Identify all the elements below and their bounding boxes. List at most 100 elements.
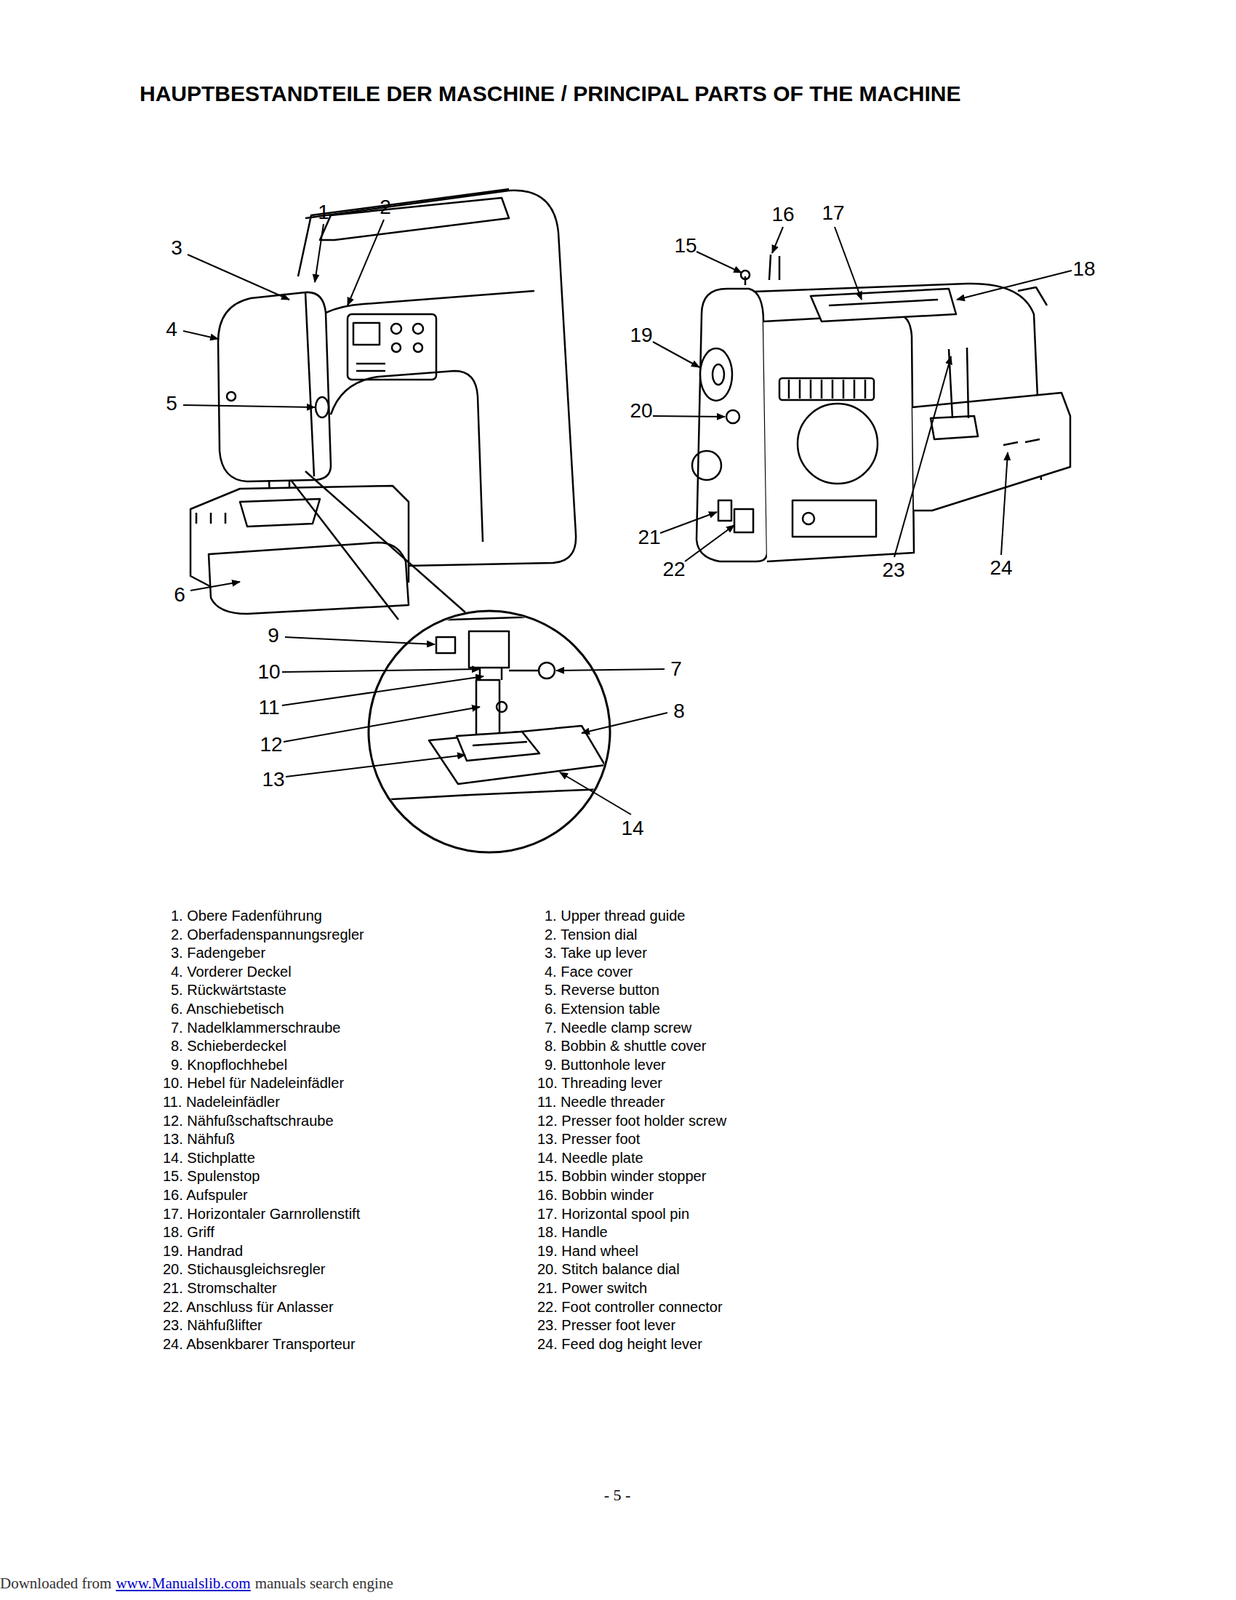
face-cover <box>218 292 331 482</box>
grille-screw <box>802 512 815 525</box>
callout-number: 1 <box>317 200 330 224</box>
screw-shaft <box>508 669 539 672</box>
bed-line <box>378 788 611 800</box>
part-name-en: 16. Bobbin winder <box>537 1186 654 1204</box>
handle <box>810 288 957 322</box>
part-name-en: 12. Presser foot holder screw <box>537 1111 727 1129</box>
part-name-de: 16. Aufspuler <box>162 1186 248 1204</box>
needle-clamp <box>468 631 509 668</box>
part-name-en: 8. Bobbin & shuttle cover <box>544 1037 706 1055</box>
part-name-en: 20. Stitch balance dial <box>537 1260 680 1278</box>
callout-number: 16 <box>771 202 794 227</box>
connector-socket <box>734 508 754 533</box>
part-name-en: 21. Power switch <box>537 1279 648 1297</box>
part-name-de: 3. Fadengeber <box>170 944 266 962</box>
part-name-en: 24. Feed dog height lever <box>537 1334 703 1352</box>
stitch-balance-dial <box>726 410 740 424</box>
part-name-de: 15. Spulenstop <box>162 1167 260 1185</box>
needle-plate <box>428 725 605 784</box>
callout-number: 11 <box>258 695 280 720</box>
part-name-en: 23. Presser foot lever <box>537 1316 676 1334</box>
part-name-en: 17. Horizontal spool pin <box>537 1204 690 1222</box>
magnifier-circle <box>368 610 611 853</box>
power-switch <box>718 500 732 521</box>
leader-line <box>834 226 862 300</box>
leader-line <box>314 223 324 283</box>
callout-number: 21 <box>637 525 661 549</box>
vent-slots <box>788 379 866 399</box>
footer-text: manuals search engine <box>255 1574 394 1592</box>
rear-top <box>1017 287 1047 306</box>
reverse-button <box>315 396 329 418</box>
part-name-de: 1. Obere Fadenführung <box>170 907 323 925</box>
panel-button <box>391 323 402 334</box>
callout-number: 2 <box>379 195 392 219</box>
magnify-line <box>290 471 466 620</box>
hand-wheel-hub <box>712 364 725 385</box>
callout-number: 22 <box>662 557 685 581</box>
part-name-en: 7. Needle clamp screw <box>544 1018 692 1036</box>
part-name-en: 3. Take up lever <box>544 944 648 962</box>
rear-head <box>696 288 768 562</box>
part-name-de: 6. Anschiebetisch <box>170 1000 285 1018</box>
callout-number: 24 <box>989 556 1013 580</box>
part-name-en: 5. Reverse button <box>544 981 660 999</box>
leader-line <box>559 772 632 815</box>
presser-foot <box>456 731 540 761</box>
callout-number: 15 <box>673 234 697 258</box>
footer-link: www.Manualslib.com <box>115 1574 251 1592</box>
panel-button <box>391 343 401 352</box>
part-name-en: 18. Handle <box>537 1223 608 1241</box>
part-name-de: 7. Nadelklammerschraube <box>170 1018 341 1036</box>
winder-stopper <box>740 270 750 280</box>
leader-line <box>956 270 1072 300</box>
part-name-en: 4. Face cover <box>544 962 633 980</box>
part-name-de: 12. Nähfußschaftschraube <box>162 1111 334 1129</box>
leader-line <box>1001 452 1008 555</box>
spool-pins <box>745 254 780 286</box>
leader-line <box>187 254 290 300</box>
holder-screw <box>496 701 507 712</box>
extension-table <box>208 542 409 614</box>
part-name-de: 22. Anschluss für Anlasser <box>162 1297 334 1315</box>
face-edge <box>305 292 315 477</box>
footer-text: Downloaded from <box>0 1574 112 1592</box>
part-name-en: 2. Tension dial <box>544 925 638 943</box>
rear-presser-bar <box>948 347 969 419</box>
part-name-en: 11. Needle threader <box>537 1093 665 1111</box>
part-name-en: 22. Foot controller connector <box>537 1297 723 1315</box>
callout-number: 4 <box>165 317 178 341</box>
part-name-en: 13. Presser foot <box>537 1130 640 1148</box>
callout-number: 7 <box>670 657 682 681</box>
part-name-de: 21. Stromschalter <box>162 1279 278 1297</box>
part-name-en: 9. Buttonhole lever <box>544 1055 666 1073</box>
part-name-en: 6. Extension table <box>544 1000 661 1018</box>
callout-number: 3 <box>170 236 183 260</box>
callout-number: 17 <box>821 201 845 225</box>
leader-line <box>283 706 480 742</box>
buttonhole-lever <box>436 636 456 653</box>
top-cover <box>298 189 509 277</box>
leader-line <box>652 415 725 417</box>
speaker-grille <box>792 500 877 537</box>
callout-number: 13 <box>261 767 285 792</box>
arm-seam <box>325 290 535 313</box>
page-title: HAUPTBESTANDTEILE DER MASCHINE / PRINCIP… <box>139 81 961 107</box>
part-name-de: 13. Nähfuß <box>162 1130 235 1148</box>
leader-line <box>772 226 784 254</box>
feed-dog-lever <box>1003 439 1040 445</box>
head-bottom <box>363 615 582 632</box>
rear-panel <box>763 314 914 562</box>
footer-line: Downloaded fromwww.Manualslib.commanuals… <box>0 1574 398 1593</box>
callout-number: 8 <box>673 699 685 723</box>
part-name-en: 15. Bobbin winder stopper <box>537 1167 706 1185</box>
clamp-screw <box>538 662 555 679</box>
leader-line <box>556 668 665 671</box>
part-name-de: 20. Stichausgleichsregler <box>162 1260 325 1278</box>
leader-line <box>183 330 219 339</box>
face-screw <box>226 391 236 401</box>
panel-keys <box>356 363 386 371</box>
callout-number: 10 <box>257 660 280 684</box>
leader-line <box>696 251 742 273</box>
